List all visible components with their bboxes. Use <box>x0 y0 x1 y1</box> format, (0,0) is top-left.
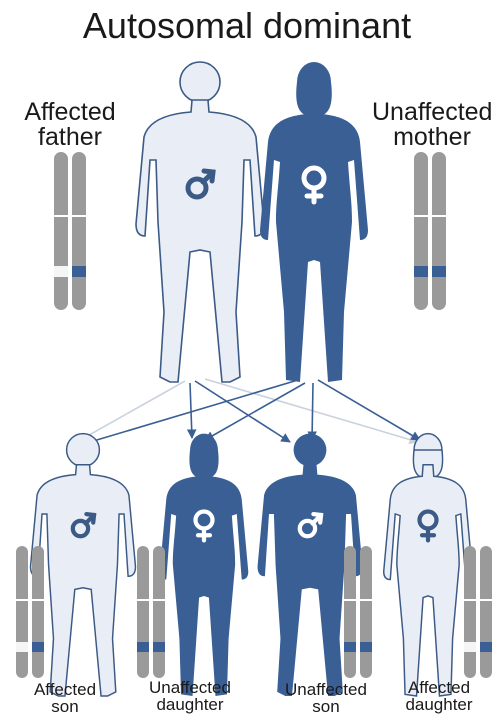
chromosome <box>32 546 44 678</box>
father-label-line1: Affected <box>10 100 130 125</box>
mother-label: Unaffected mother <box>372 100 492 150</box>
chromosome <box>72 152 86 310</box>
arrow-mother-to-daughter1 <box>205 383 305 440</box>
arrow-mother-to-daughter2 <box>318 380 420 440</box>
child-label-line2: daughter <box>384 696 494 713</box>
normal-allele-band <box>153 642 165 652</box>
father-figure <box>136 62 264 382</box>
child-label-line1: Affected <box>10 681 120 698</box>
mutant-allele-band <box>464 642 476 652</box>
chromosome <box>153 546 165 678</box>
mother-figure <box>260 62 368 382</box>
arrow-mother-to-son2 <box>312 383 313 440</box>
normal-allele-band <box>414 266 428 277</box>
child-label-unaffected-son: Unaffected son <box>271 681 381 715</box>
mutant-allele-band <box>54 266 68 277</box>
child-label-line2: son <box>271 698 381 715</box>
mother-label-line2: mother <box>372 125 492 150</box>
diagram-title: Autosomal dominant <box>0 8 494 44</box>
child-label-line1: Unaffected <box>271 681 381 698</box>
child-label-line1: Affected <box>384 679 494 696</box>
mutant-allele-band <box>16 642 28 652</box>
child-label-line2: daughter <box>135 696 245 713</box>
child-figure-affected-son <box>31 434 136 696</box>
chromosome <box>414 152 428 310</box>
father-label-line2: father <box>10 125 130 150</box>
chromosome <box>480 546 492 678</box>
chromosome <box>344 546 356 678</box>
father-chromosome-pair <box>54 152 86 310</box>
child-label-affected-daughter: Affected daughter <box>384 679 494 713</box>
father-label: Affected father <box>10 100 130 150</box>
normal-allele-band <box>137 642 149 652</box>
normal-allele-band <box>32 642 44 652</box>
arrow-father-to-daughter1 <box>190 383 192 438</box>
mother-chromosome-pair <box>414 152 446 310</box>
normal-allele-band <box>72 266 86 277</box>
arrow-father-to-son1 <box>75 381 185 443</box>
child-label-affected-son: Affected son <box>10 681 120 715</box>
child-label-unaffected-daughter: Unaffected daughter <box>135 679 245 713</box>
normal-allele-band <box>360 642 372 652</box>
chromosome <box>16 546 28 678</box>
normal-allele-band <box>344 642 356 652</box>
chromosome <box>432 152 446 310</box>
chromosome <box>54 152 68 310</box>
child-label-line2: son <box>10 698 120 715</box>
arrow-mother-to-son1 <box>80 380 298 445</box>
chromosome <box>137 546 149 678</box>
inheritance-arrows <box>75 379 420 445</box>
child-figure-unaffected-daughter <box>160 434 249 696</box>
daughter2-chromosome-pair <box>464 546 492 678</box>
mother-label-line1: Unaffected <box>372 100 492 125</box>
child-figure-affected-daughter <box>384 434 473 696</box>
chromosome <box>360 546 372 678</box>
normal-allele-band <box>480 642 492 652</box>
chromosome <box>464 546 476 678</box>
daughter1-chromosome-pair <box>137 546 165 678</box>
normal-allele-band <box>432 266 446 277</box>
child-label-line1: Unaffected <box>135 679 245 696</box>
